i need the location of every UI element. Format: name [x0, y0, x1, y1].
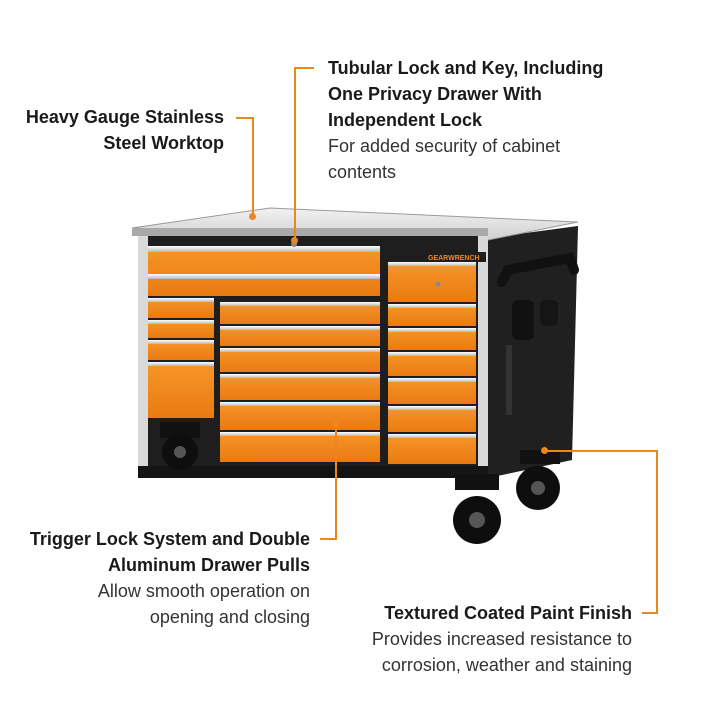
drawers	[148, 241, 476, 464]
callout-paint: Textured Coated Paint Finish Provides in…	[330, 600, 632, 678]
leader-worktop-v	[252, 117, 254, 217]
leader-trigger-v	[335, 424, 337, 540]
leader-lock-v	[294, 67, 296, 239]
callout-worktop-title-2: Steel Worktop	[103, 133, 224, 153]
leader-worktop-dot	[249, 213, 256, 220]
leader-trigger-h	[320, 538, 336, 540]
leader-paint-h2	[545, 450, 658, 452]
callout-lock-title-1: Tubular Lock and Key, Including	[328, 58, 604, 78]
callout-paint-desc-2: corrosion, weather and staining	[381, 655, 632, 675]
callout-lock-desc-1: For added security of cabinet	[328, 136, 561, 156]
callout-paint-title-1: Textured Coated Paint Finish	[384, 603, 632, 623]
callout-lock-title-3: Independent Lock	[328, 110, 483, 130]
leader-paint-dot	[541, 447, 548, 454]
callout-trigger: Trigger Lock System and Double Aluminum …	[10, 526, 310, 630]
callout-paint-desc-1: Provides increased resistance to	[371, 629, 632, 649]
callout-worktop-title-1: Heavy Gauge Stainless	[25, 107, 224, 127]
leader-worktop-h	[236, 117, 254, 119]
leader-lock-dot	[291, 237, 298, 244]
casters	[160, 422, 560, 544]
callout-worktop: Heavy Gauge Stainless Steel Worktop	[20, 104, 224, 156]
leader-paint-v	[656, 450, 658, 614]
callout-trigger-title-1: Trigger Lock System and Double	[29, 529, 310, 549]
leader-paint-h	[642, 612, 658, 614]
callout-lock-desc-2: contents	[328, 162, 397, 182]
callout-trigger-title-2: Aluminum Drawer Pulls	[107, 555, 310, 575]
leader-lock-h	[294, 67, 314, 69]
cabinet-side-panel	[488, 226, 579, 478]
callout-lock-title-2: One Privacy Drawer With	[328, 84, 542, 104]
callout-lock: Tubular Lock and Key, Including One Priv…	[328, 55, 628, 185]
callout-trigger-desc-2: opening and closing	[149, 607, 310, 627]
brand-logo-text: GEARWRENCH	[428, 255, 480, 262]
leader-trigger-dot	[332, 420, 339, 427]
callout-trigger-desc-1: Allow smooth operation on	[97, 581, 310, 601]
